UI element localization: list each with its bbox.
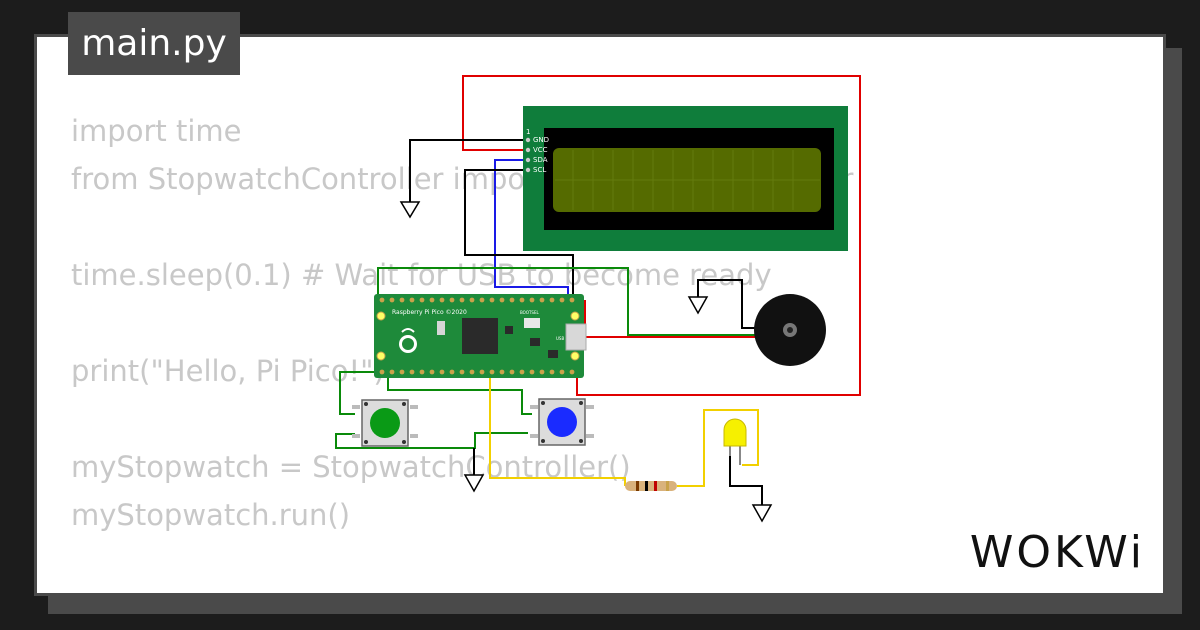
wire-green-btn2 bbox=[387, 378, 532, 415]
ground-icon bbox=[463, 474, 485, 493]
raspberry-logo-icon bbox=[399, 328, 417, 353]
wires bbox=[335, 75, 861, 505]
lcd-pin-scl: SCL bbox=[533, 166, 546, 174]
wokwi-logo: WOKWi bbox=[970, 527, 1145, 578]
code-line: print("Hello, Pi Pico!") bbox=[71, 354, 385, 388]
wire-black-scl bbox=[464, 169, 574, 300]
led-yellow[interactable] bbox=[723, 418, 747, 465]
wire-red-buzzer bbox=[584, 300, 755, 338]
wire-black-led-gnd bbox=[729, 455, 763, 505]
lcd-pin-number: 1 bbox=[526, 128, 530, 136]
wire-blue-sda bbox=[494, 159, 569, 300]
file-tab[interactable]: main.py bbox=[68, 12, 240, 75]
ground-icon bbox=[687, 296, 709, 315]
wire-red-vcc bbox=[462, 75, 861, 396]
resistor[interactable] bbox=[625, 481, 677, 491]
lcd-pin-gnd: GND bbox=[533, 136, 549, 144]
pico-bootsel-label: BOOTSEL bbox=[520, 310, 539, 315]
ground-icon bbox=[399, 201, 421, 219]
wire-yellow-led-b bbox=[677, 409, 759, 487]
code-line: import time bbox=[71, 114, 242, 148]
pico-title: Raspberry Pi Pico ©2020 bbox=[392, 309, 467, 316]
buzzer[interactable] bbox=[754, 294, 826, 366]
pico-usb-label: USB bbox=[556, 336, 564, 341]
wire-green-buzzer bbox=[377, 267, 755, 336]
ground-icon bbox=[751, 504, 773, 523]
wire-black-buzzer-gnd bbox=[697, 279, 755, 329]
lcd-module[interactable]: 1 GND VCC SDA SCL bbox=[523, 106, 848, 251]
ground-symbols bbox=[399, 201, 773, 523]
wire-green-btn1-b bbox=[335, 432, 528, 449]
code-line: myStopwatch.run() bbox=[71, 498, 351, 532]
pushbutton-green[interactable] bbox=[352, 399, 418, 447]
pushbutton-blue[interactable] bbox=[530, 398, 594, 446]
wire-green-btn1 bbox=[339, 371, 378, 415]
pico-board[interactable]: Raspberry Pi Pico ©2020 BOOTSEL USB bbox=[374, 294, 587, 378]
wire-black-lcd-gnd bbox=[409, 139, 528, 202]
lcd-pin-sda: SDA bbox=[533, 156, 548, 164]
code-line: time.sleep(0.1) # Wait for USB to become… bbox=[71, 258, 772, 292]
wire-yellow-led bbox=[489, 372, 626, 486]
lcd-pin-vcc: VCC bbox=[533, 146, 548, 154]
wokwi-logo-text: WOKWi bbox=[970, 527, 1145, 578]
